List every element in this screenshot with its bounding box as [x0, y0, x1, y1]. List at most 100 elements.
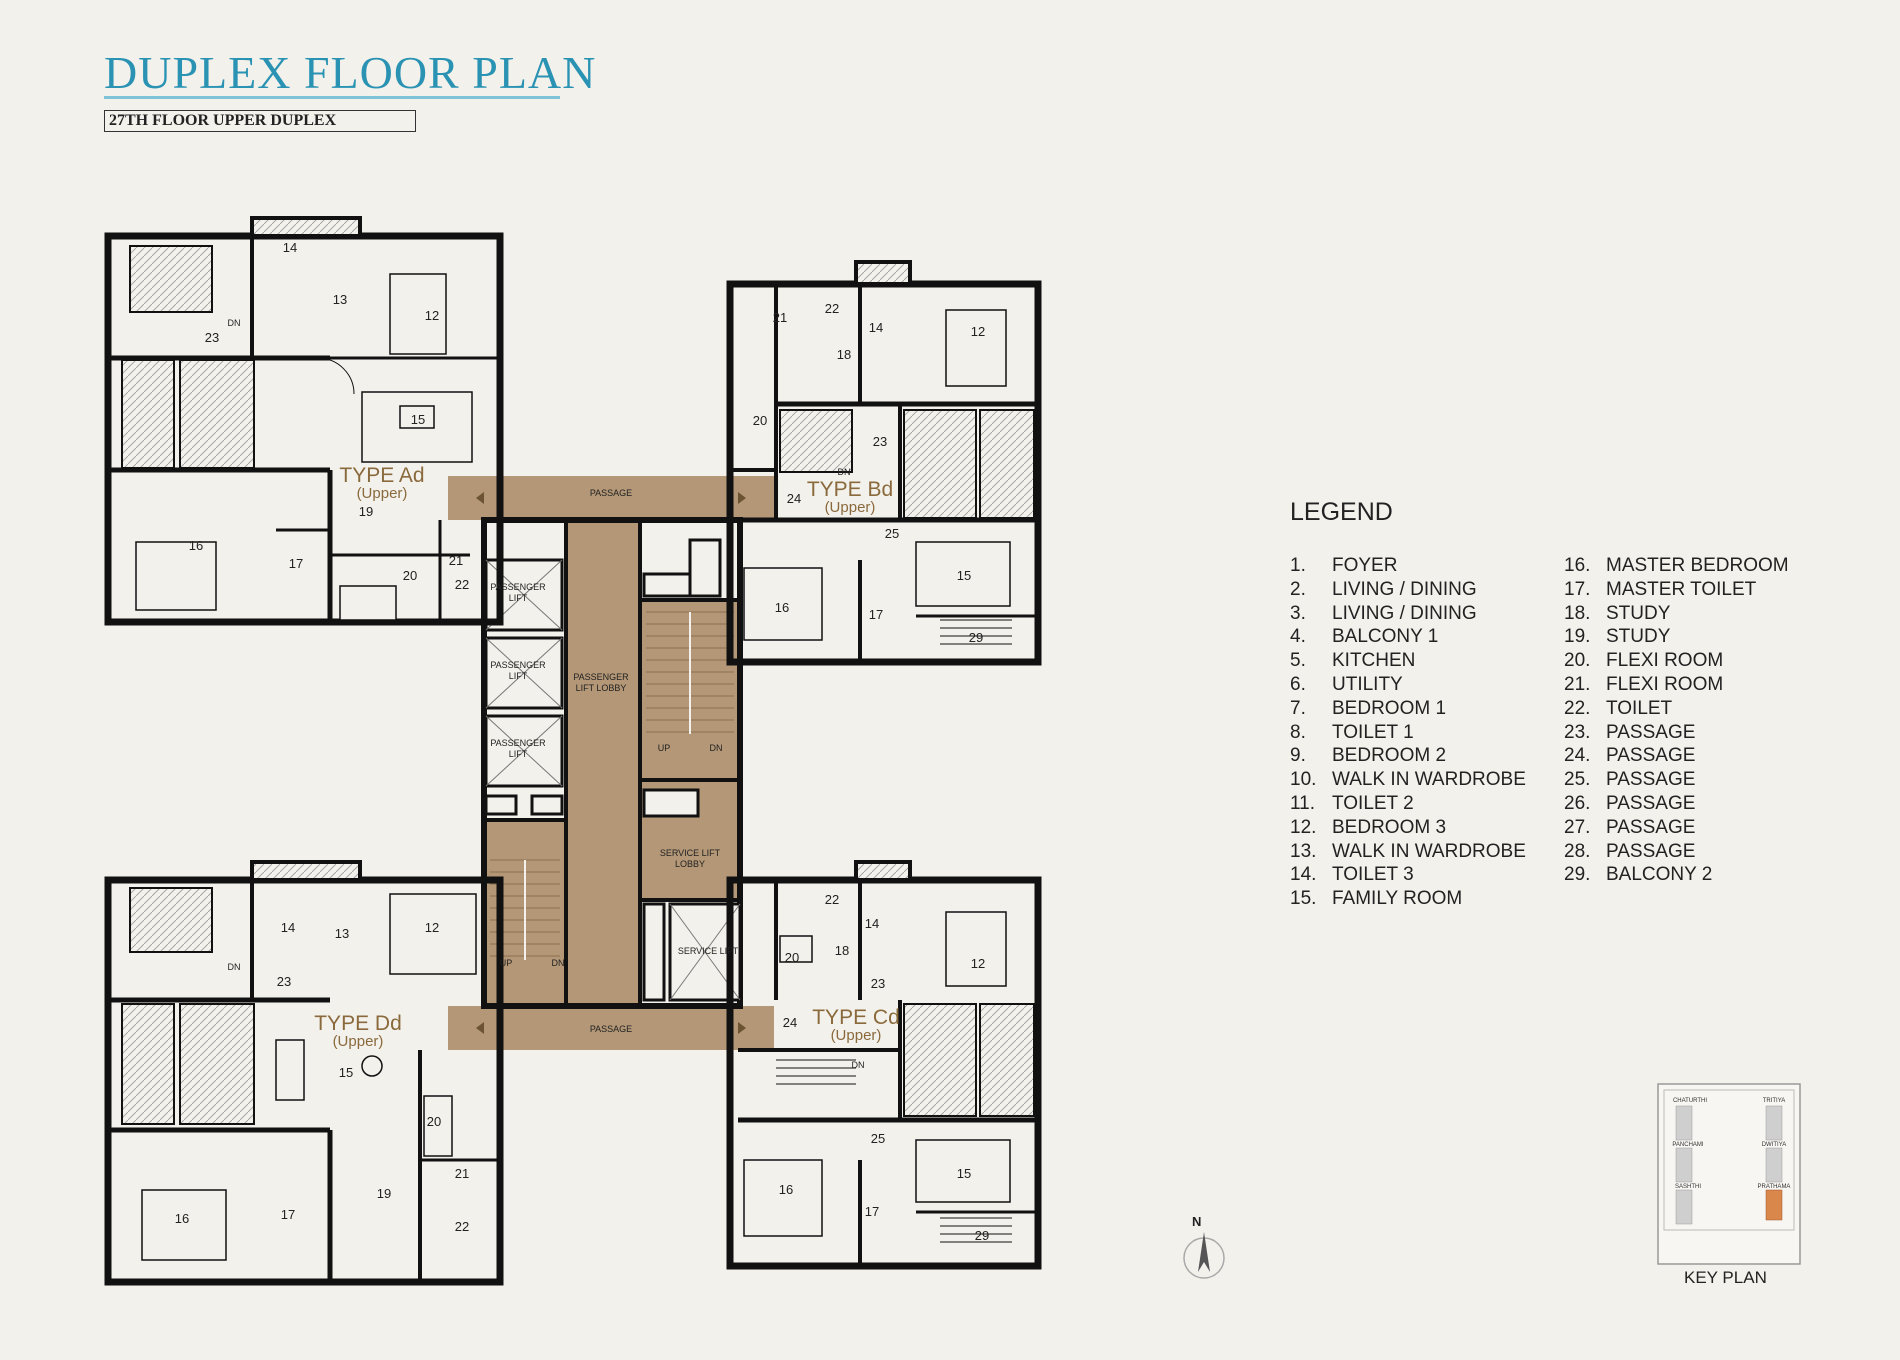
legend-item: 19.STUDY: [1564, 626, 1671, 648]
legend-item: 7.BEDROOM 1: [1290, 697, 1447, 719]
room-number: 16: [189, 538, 203, 553]
room-number: 13: [335, 926, 349, 941]
room-number: 17: [869, 607, 883, 622]
legend-item: 8.TOILET 1: [1290, 721, 1414, 743]
room-number: 22: [825, 301, 839, 316]
room-number: 25: [871, 1131, 885, 1146]
legend-item: 12.BEDROOM 3: [1290, 816, 1447, 838]
room-number: 18: [837, 347, 851, 362]
room-number: 16: [779, 1182, 793, 1197]
legend-item: 28.PASSAGE: [1564, 840, 1696, 862]
passage-top-label: PASSAGE: [590, 488, 632, 498]
room-number: 15: [411, 412, 425, 427]
room-number: 19: [359, 504, 373, 519]
room-number: 21: [773, 310, 787, 325]
passenger-lift-3-label-a: PASSENGER: [490, 738, 546, 748]
unit-type-cd: [726, 860, 1042, 1270]
floor-subtitle: 27TH FLOOR UPPER DUPLEX: [104, 110, 416, 132]
bd-stair-dn: DN: [838, 467, 851, 477]
room-number: 12: [425, 308, 439, 323]
passenger-lift-2-label-a: PASSENGER: [490, 660, 546, 670]
room-number: 25: [885, 526, 899, 541]
service-lift-label: SERVICE LIFT: [678, 946, 739, 956]
north-compass: [1183, 1232, 1225, 1279]
legend-column-right: 16.MASTER BEDROOM 17.MASTER TOILET 18.ST…: [1564, 554, 1789, 887]
cd-stair-dn: DN: [852, 1060, 865, 1070]
unit-cd-name: TYPE Cd: [812, 1006, 900, 1029]
unit-bd-name: TYPE Bd: [807, 478, 893, 501]
legend-item: 11.TOILET 2: [1290, 792, 1414, 814]
legend-item: 18.STUDY: [1564, 602, 1671, 624]
room-number: 12: [971, 956, 985, 971]
room-number: 23: [873, 434, 887, 449]
room-number: 24: [787, 491, 801, 506]
legend-item: 17.MASTER TOILET: [1564, 578, 1757, 600]
legend-item: 13.WALK IN WARDROBE: [1290, 840, 1526, 862]
unit-dd-name: TYPE Dd: [314, 1012, 402, 1035]
room-number: 17: [865, 1204, 879, 1219]
legend-item: 16.MASTER BEDROOM: [1564, 555, 1789, 576]
room-number: 24: [783, 1015, 797, 1030]
legend-item: 10.WALK IN WARDROBE: [1290, 769, 1526, 791]
unit-type-bd: [726, 260, 1042, 666]
legend-title: LEGEND: [1290, 498, 1393, 526]
dd-stair-dn: DN: [228, 962, 241, 972]
room-number: 21: [449, 553, 463, 568]
room-number: 20: [753, 413, 767, 428]
room-number: 16: [775, 600, 789, 615]
room-number: 22: [825, 892, 839, 907]
room-number: 22: [455, 577, 469, 592]
unit-ad-sub: (Upper): [357, 485, 408, 502]
page-title: DUPLEX FLOOR PLAN: [104, 47, 597, 98]
passenger-lift-1-label-b: LIFT: [509, 593, 528, 603]
keyplan-tower: PANCHAMI: [1672, 1142, 1704, 1148]
legend-item: 27.PASSAGE: [1564, 816, 1696, 838]
passenger-lift-2-label-b: LIFT: [509, 671, 528, 681]
room-number: 21: [455, 1166, 469, 1181]
unit-dd-sub: (Upper): [333, 1033, 384, 1050]
legend-item: 2.LIVING / DINING: [1290, 578, 1477, 600]
unit-type-dd: [104, 860, 504, 1286]
stair-right-up: UP: [658, 743, 671, 753]
room-number: 19: [377, 1186, 391, 1201]
room-number: 12: [971, 324, 985, 339]
legend-item: 20.FLEXI ROOM: [1564, 650, 1724, 672]
legend-item: 21.FLEXI ROOM: [1564, 673, 1724, 695]
room-number: 17: [281, 1207, 295, 1222]
room-number: 12: [425, 920, 439, 935]
room-number: 23: [205, 330, 219, 345]
keyplan-tower: TRITIYA: [1763, 1098, 1786, 1104]
room-number: 29: [969, 630, 983, 645]
legend-item: 26.PASSAGE: [1564, 792, 1696, 814]
room-number: 13: [333, 292, 347, 307]
room-number: 20: [785, 950, 799, 965]
stair-left-dn: DN: [552, 958, 565, 968]
keyplan-tower: DWITIYA: [1762, 1142, 1787, 1148]
unit-ad-name: TYPE Ad: [339, 464, 424, 487]
unit-type-ad: [104, 216, 504, 626]
room-number: 23: [871, 976, 885, 991]
title-underline: [104, 96, 560, 99]
room-number: 14: [283, 240, 297, 255]
room-number: 29: [975, 1228, 989, 1243]
unit-cd-sub: (Upper): [831, 1027, 882, 1044]
room-number: 15: [957, 568, 971, 583]
legend-column-left: 1.FOYER 2.LIVING / DINING 3.LIVING / DIN…: [1290, 554, 1526, 911]
unit-bd-sub: (Upper): [825, 499, 876, 516]
passenger-lift-1-label-a: PASSENGER: [490, 582, 546, 592]
legend-item: 29.BALCONY 2: [1564, 864, 1713, 886]
keyplan-tower: PRATHAMA: [1758, 1184, 1791, 1190]
room-number: 22: [455, 1219, 469, 1234]
legend-item: 15.FAMILY ROOM: [1290, 888, 1463, 910]
room-number: 20: [403, 568, 417, 583]
room-number: 20: [427, 1114, 441, 1129]
legend-item: 22.TOILET: [1564, 697, 1673, 719]
lift-lobby-label-b: LIFT LOBBY: [576, 683, 627, 693]
central-core: [448, 476, 774, 1050]
legend-item: 6.UTILITY: [1290, 673, 1403, 695]
key-plan: CHATURTHI TRITIYA PANCHAMI DWITIYA SASHT…: [1657, 1083, 1801, 1265]
legend-item: 9.BEDROOM 2: [1290, 745, 1447, 767]
legend-item: 4.BALCONY 1: [1290, 626, 1439, 648]
room-number: 16: [175, 1211, 189, 1226]
